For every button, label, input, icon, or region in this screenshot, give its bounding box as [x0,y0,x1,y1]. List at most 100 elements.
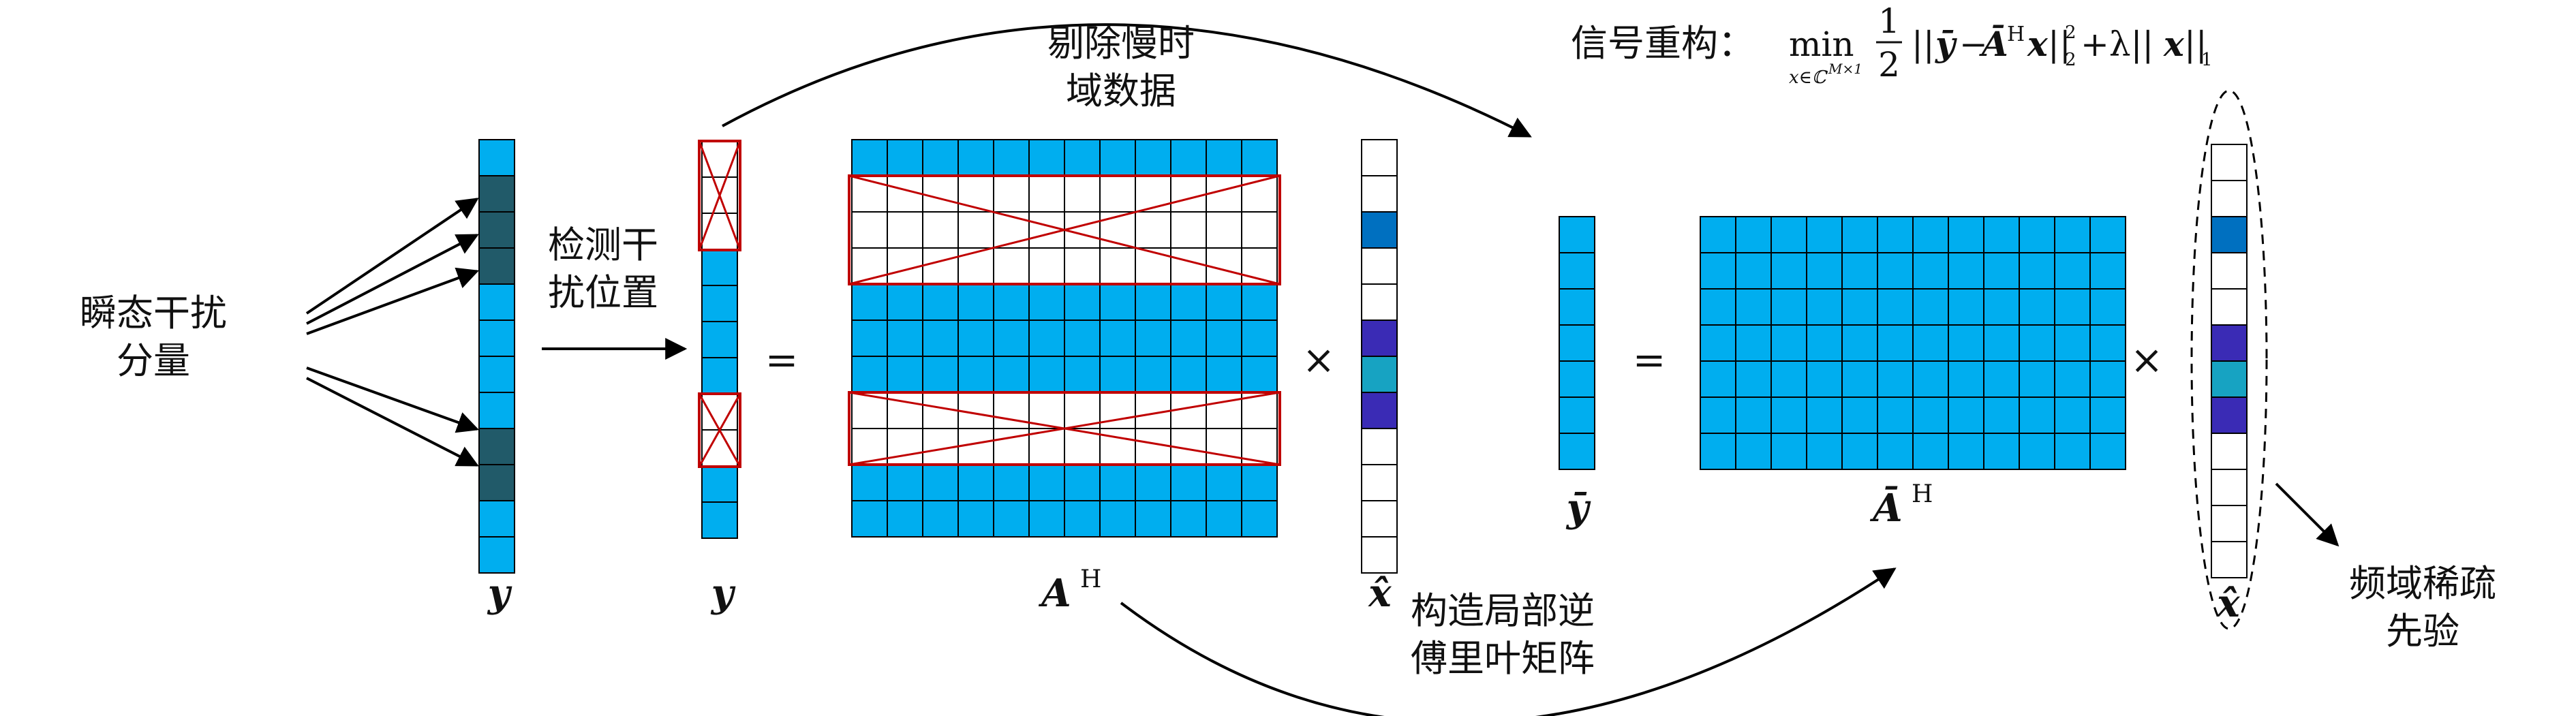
matrix-A-cell [957,320,994,357]
matrix-A-bar-cell [2089,252,2126,290]
matrix-A-bar-cell [1770,433,1807,470]
matrix-A-cell [1206,428,1242,465]
matrix-A-cell [1099,139,1136,176]
matrix-A-cell [887,283,923,321]
matrix-A-bar-cell [2019,288,2055,326]
label-x-hat-right: x̂ [2216,581,2240,626]
matrix-A-bar-cell [1700,433,1736,470]
matrix-A-cell [993,428,1030,465]
x-hat-right-cell [2211,433,2248,470]
matrix-A-cell [922,211,959,249]
y-mid-cell [701,393,738,431]
matrix-A-bar-cell [1700,288,1736,326]
matrix-A-cell [1099,175,1136,213]
x-hat-cell [1361,139,1398,176]
matrix-A-cell [1028,247,1065,285]
matrix-A-removed-bottom-box [848,391,1281,466]
freq-prior-label-line1: 频域稀疏 [2349,562,2496,605]
matrix-A-cell [1206,356,1242,393]
equals-sign-2: = [1633,337,1666,383]
matrix-A-bar-cell [1948,360,1984,398]
x-hat-cell [1361,536,1398,574]
matrix-A-bar-cell [1983,288,2020,326]
matrix-A-cell [922,283,959,321]
matrix-A-cell [1099,500,1136,538]
x-hat-right-cell [2211,396,2248,434]
matrix-A-bar-cell [2089,433,2126,470]
matrix-A-bar-cell [2019,216,2055,253]
label-y-bar: ȳ [1565,486,1591,531]
matrix-A-cell [1135,175,1171,213]
label-A-bar: Ā [1869,486,1902,531]
label-y-left: y [487,571,512,616]
matrix-A-bar-cell [1841,433,1878,470]
matrix-A-bar-cell [2054,324,2091,362]
formula-Abar: Ā [1979,24,2008,64]
matrix-A-bar-cell [1806,252,1843,290]
y-left-cell [478,356,515,393]
matrix-A-cell [1206,211,1242,249]
matrix-A-cell [1206,139,1242,176]
matrix-A-cell [1206,500,1242,538]
label-x-hat: x̂ [1368,571,1392,616]
y-bar-cell [1559,324,1595,362]
matrix-A-cell [1099,428,1136,465]
matrix-A-bar-cell [1948,396,1984,434]
x-hat-cell [1361,392,1398,429]
times-sign-1: × [1302,337,1336,383]
transient-label-line1: 瞬态干扰 [80,292,227,334]
matrix-A-cell [1099,392,1136,429]
matrix-A-cell [1064,320,1101,357]
matrix-A-bar-cell [1841,360,1878,398]
x-hat-right-cell [2211,288,2248,326]
y-mid-cell [701,140,738,178]
matrix-A-cell [1135,464,1171,501]
matrix-A-cell [1170,464,1207,501]
remove-label-line1: 剔除慢时 [1047,22,1195,65]
matrix-A-cell [1170,247,1207,285]
matrix-A-cell [851,211,888,249]
matrix-A-cell [993,464,1030,501]
formula-min: min [1789,25,1854,64]
formula-l1-sub: 1 [2201,50,2213,70]
matrix-A-bar-cell [1735,216,1772,253]
y-mid-removed-bottom-box [698,392,741,468]
y-bar-cell [1559,360,1595,398]
formula-H: H [2007,22,2025,46]
y-left-cell [478,283,515,321]
matrix-A-cell [993,320,1030,357]
y-mid-cell [701,176,738,214]
matrix-A-bar-cell [1841,324,1878,362]
y-left-cell [478,428,515,465]
formula-sq-sub: 2 [2065,50,2076,70]
x-hat-cell [1361,500,1398,538]
sparsity-ellipse [2190,89,2268,630]
matrix-A-cell [851,464,888,501]
matrix-A-cell [1135,247,1171,285]
detect-label-line1: 检测干 [548,223,658,266]
matrix-A-bar-cell [1983,433,2020,470]
matrix-A-cell [1099,247,1136,285]
matrix-A-bar-cell [1841,216,1878,253]
matrix-A-cell [851,356,888,393]
times-sign-2: × [2130,337,2164,383]
matrix-A-cell [1170,320,1207,357]
formula-x2: x [2163,24,2185,64]
formula-close2: || [2184,25,2207,64]
matrix-A-cell [1206,320,1242,357]
remove-label-line2: 域数据 [1066,69,1176,112]
x-hat-right-cell [2211,324,2248,362]
matrix-A-cell [957,175,994,213]
matrix-A-cell [851,139,888,176]
matrix-A-cell [1099,320,1136,357]
matrix-A-cell [1170,175,1207,213]
matrix-A-cell [957,139,994,176]
matrix-A-cell [1064,283,1101,321]
matrix-A-bar-cell [1770,252,1807,290]
matrix-A-bar-cell [1770,396,1807,434]
matrix-A-cell [1170,356,1207,393]
matrix-A-cell [1135,139,1171,176]
matrix-A-cell [993,247,1030,285]
matrix-A-bar-cell [1912,216,1949,253]
label-y-mid: y [710,571,736,616]
